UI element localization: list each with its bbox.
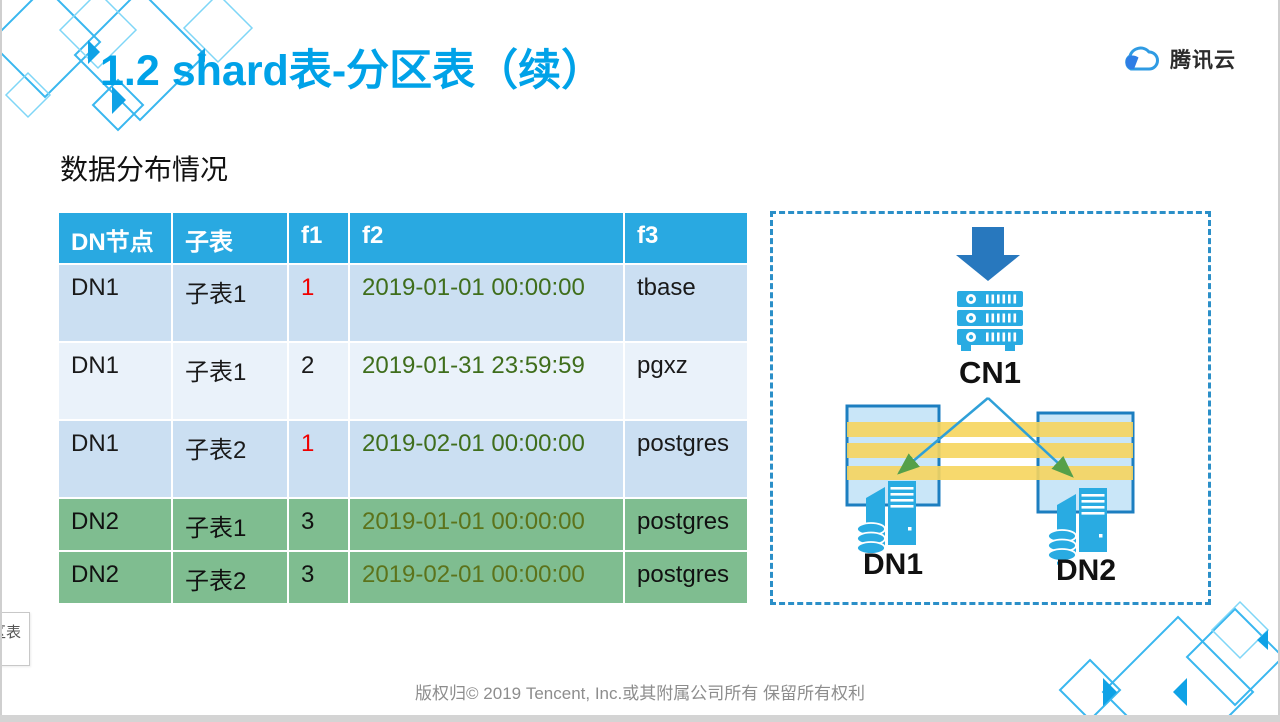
tencent-cloud-logo: 腾讯云 bbox=[1118, 44, 1236, 74]
cell-f3: tbase bbox=[623, 263, 749, 343]
cell-f2: 2019-01-01 00:00:00 bbox=[348, 497, 625, 552]
cell-f1: 1 bbox=[287, 263, 350, 343]
cell-dn: DN1 bbox=[57, 263, 173, 343]
cluster-diagram bbox=[845, 227, 1135, 565]
col-header-f2: f2 bbox=[348, 211, 625, 265]
table-row: DN1 子表1 2 2019-01-31 23:59:59 pgxz bbox=[57, 341, 749, 421]
col-header-f1: f1 bbox=[287, 211, 350, 265]
cluster-diagram-panel bbox=[770, 211, 1211, 605]
copyright-footer: 版权归© 2019 Tencent, Inc.或其附属公司所有 保留所有权利 bbox=[415, 684, 865, 703]
cell-f1: 1 bbox=[287, 419, 350, 499]
cell-subtable: 子表1 bbox=[171, 341, 289, 421]
dn2-node-label: DN2 bbox=[1055, 554, 1116, 587]
cell-subtable: 子表1 bbox=[171, 497, 289, 552]
slide-edge-right bbox=[1278, 0, 1280, 722]
cell-subtable: 子表2 bbox=[171, 550, 289, 605]
cell-f1: 3 bbox=[287, 550, 350, 605]
col-header-dn-node: DN节点 bbox=[57, 211, 173, 265]
table-row: DN2 子表2 3 2019-02-01 00:00:00 postgres bbox=[57, 550, 749, 605]
cn-server-icon bbox=[957, 291, 1023, 351]
page-title: 1.2 shard表-分区表（续） bbox=[100, 47, 605, 95]
cell-dn: DN2 bbox=[57, 550, 173, 605]
slide-edge-bottom bbox=[0, 715, 1280, 722]
cell-subtable: 子表1 bbox=[171, 263, 289, 343]
cell-f2: 2019-01-01 00:00:00 bbox=[348, 263, 625, 343]
table-row: DN2 子表1 3 2019-01-01 00:00:00 postgres bbox=[57, 497, 749, 552]
cell-f2: 2019-02-01 00:00:00 bbox=[348, 419, 625, 499]
logo-text: 腾讯云 bbox=[1170, 49, 1236, 72]
col-header-subtable: 子表 bbox=[171, 211, 289, 265]
dn2-server-icon bbox=[1047, 488, 1107, 565]
cell-f3: pgxz bbox=[623, 341, 749, 421]
diamond-decoration-icon bbox=[0, 0, 254, 132]
cell-dn: DN2 bbox=[57, 497, 173, 552]
cell-subtable: 子表2 bbox=[171, 419, 289, 499]
cell-f2: 2019-01-31 23:59:59 bbox=[348, 341, 625, 421]
cell-f1: 2 bbox=[287, 341, 350, 421]
distribution-arrows bbox=[897, 397, 1074, 478]
cloud-icon bbox=[1125, 46, 1159, 71]
corner-note: 区表 bbox=[0, 612, 30, 666]
cell-dn: DN1 bbox=[57, 341, 173, 421]
cell-f3: postgres bbox=[623, 550, 749, 605]
col-header-f3: f3 bbox=[623, 211, 749, 265]
down-arrow-icon bbox=[956, 227, 1020, 281]
dn1-node-label: DN1 bbox=[862, 548, 923, 581]
dn1-server-icon bbox=[856, 481, 916, 558]
cell-dn: DN1 bbox=[57, 419, 173, 499]
cell-f1: 3 bbox=[287, 497, 350, 552]
data-distribution-table: DN节点 子表 f1 f2 f3 DN1 子表1 1 2019-01-01 00… bbox=[57, 211, 749, 605]
section-subtitle: 数据分布情况 bbox=[60, 154, 229, 185]
cn1-node-label: CN1 bbox=[958, 355, 1021, 390]
table-header-row: DN节点 子表 f1 f2 f3 bbox=[57, 211, 749, 265]
slide-edge-left bbox=[0, 0, 2, 722]
cell-f3: postgres bbox=[623, 419, 749, 499]
data-stripes bbox=[847, 422, 1133, 480]
cell-f2: 2019-02-01 00:00:00 bbox=[348, 550, 625, 605]
cell-f3: postgres bbox=[623, 497, 749, 552]
table-row: DN1 子表2 1 2019-02-01 00:00:00 postgres bbox=[57, 419, 749, 499]
table-row: DN1 子表1 1 2019-01-01 00:00:00 tbase bbox=[57, 263, 749, 343]
